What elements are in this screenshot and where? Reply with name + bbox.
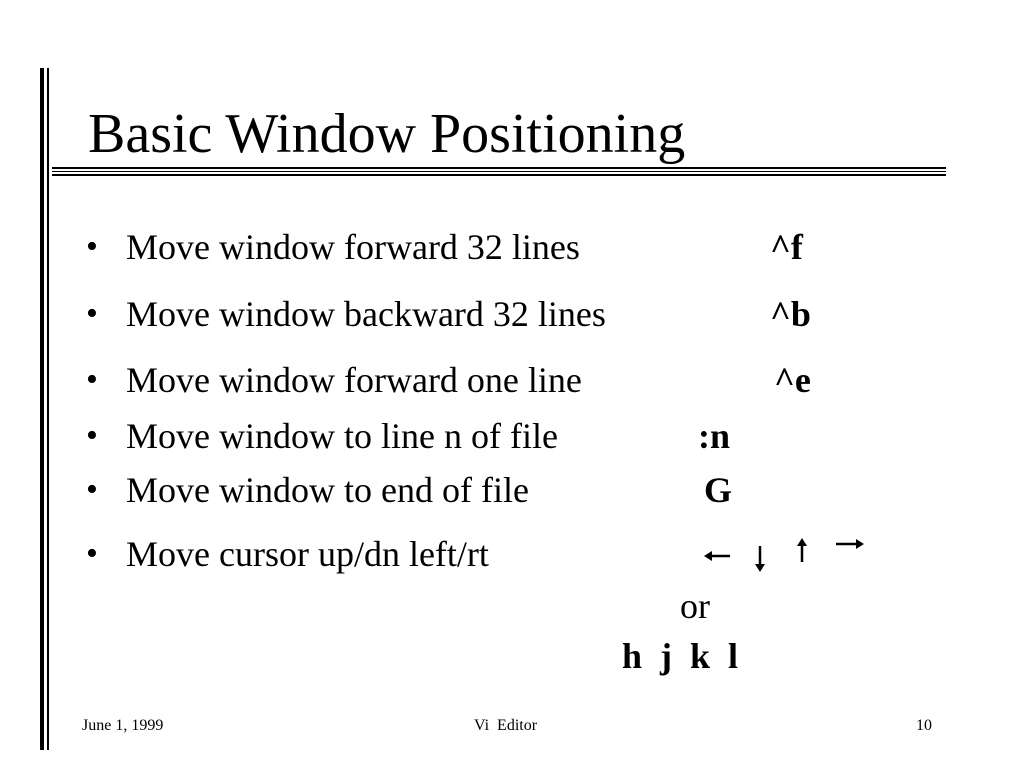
command-key: G (704, 470, 733, 510)
bullet-text: Move window to line n of file (126, 416, 558, 456)
title-underline (52, 174, 946, 176)
up-arrow-icon (797, 538, 807, 562)
footer-date: June 1, 1999 (82, 717, 164, 734)
bullet-dot: • (86, 228, 98, 265)
bullet-dot: • (86, 295, 98, 332)
bullet-text: Move window backward 32 lines (126, 294, 606, 334)
arrow-key-icons (704, 538, 864, 572)
page-number: 10 (916, 717, 932, 734)
bullet-text: Move cursor up/dn left/rt (126, 534, 489, 574)
left-border-thick (40, 68, 44, 750)
hjkl-keys: h j k l (622, 636, 739, 676)
right-arrow-icon (836, 539, 864, 549)
command-key: ^b (770, 294, 811, 334)
bullet-text: Move window forward one line (126, 360, 582, 400)
left-arrow-icon (704, 551, 730, 561)
bullet-dot: • (86, 361, 98, 398)
command-key: ^e (774, 360, 811, 400)
bullet-dot: • (86, 417, 98, 454)
slide-title: Basic Window Positioning (88, 103, 686, 165)
command-key: :n (698, 416, 731, 456)
down-arrow-icon (755, 546, 765, 572)
title-underline (52, 171, 946, 172)
left-border-thin (47, 68, 49, 750)
footer-title: Vi Editor (474, 717, 538, 734)
title-underline (52, 167, 946, 169)
bullet-dot: • (86, 535, 98, 572)
or-label: or (680, 586, 710, 626)
bullet-text: Move window to end of file (126, 470, 529, 510)
command-key: ^f (770, 227, 803, 267)
bullet-dot: • (86, 471, 98, 508)
bullet-text: Move window forward 32 lines (126, 227, 580, 267)
